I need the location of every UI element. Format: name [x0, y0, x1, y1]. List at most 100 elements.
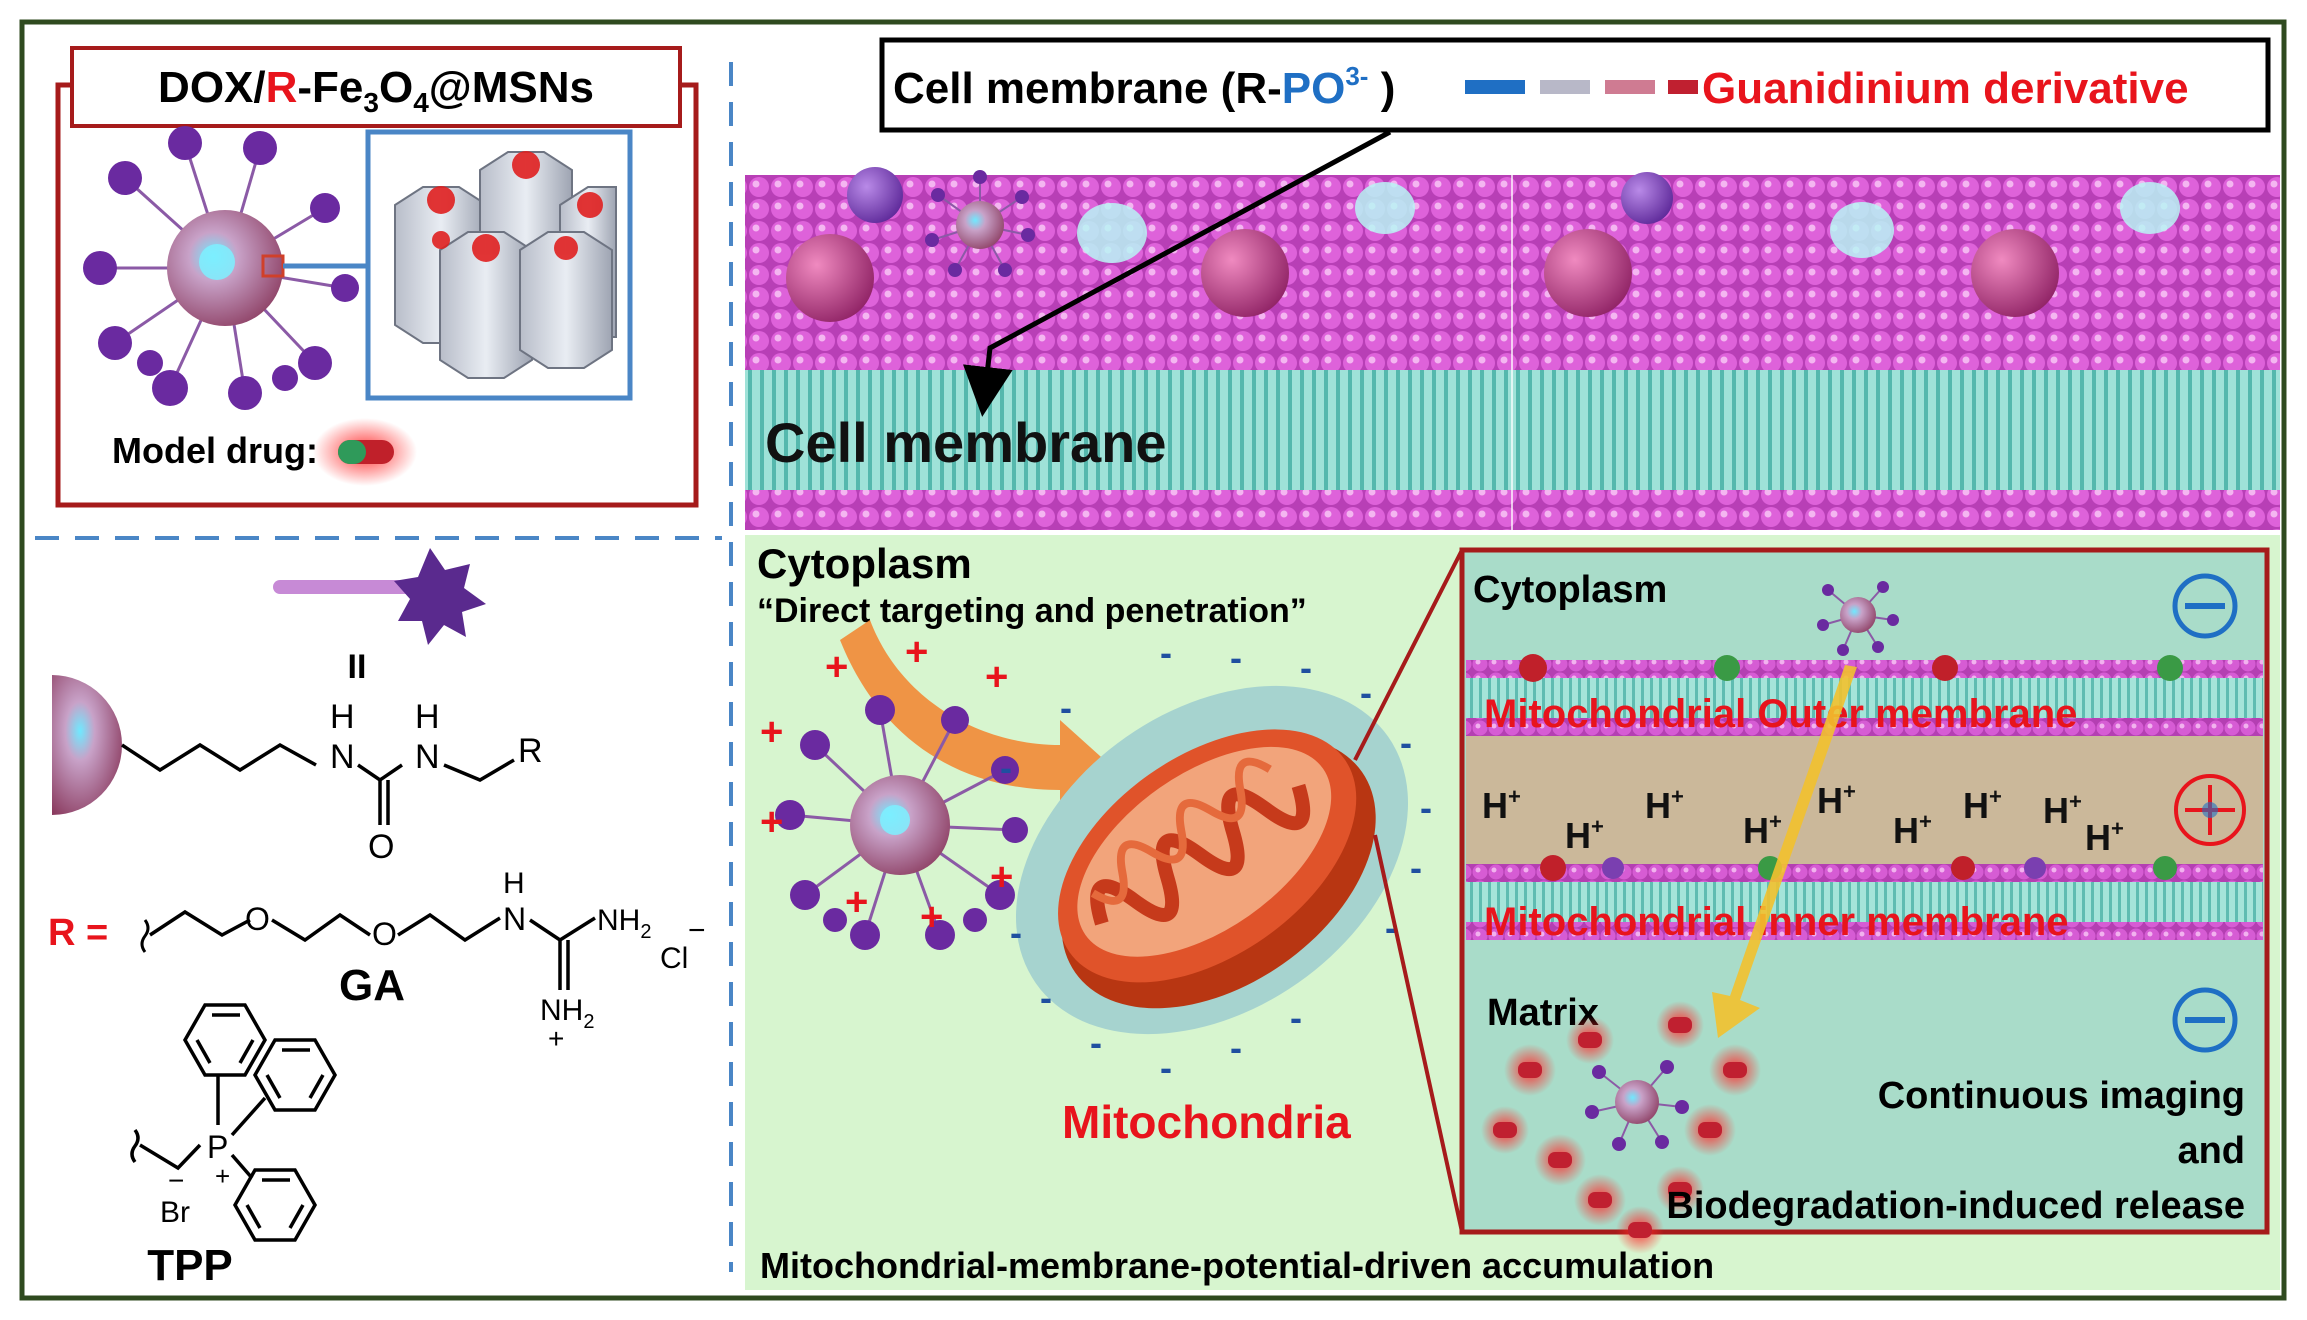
svg-text:-: - — [1000, 747, 1012, 788]
svg-text:+: + — [845, 880, 868, 924]
structure-two-label: II — [348, 648, 367, 686]
svg-text:-: - — [1010, 912, 1022, 953]
svg-text:+: + — [760, 800, 783, 844]
svg-text:H+: H+ — [1817, 779, 1856, 821]
svg-text:H+: H+ — [2043, 789, 2082, 831]
atom-r: R — [518, 732, 543, 770]
matrix-nanoparticle — [1585, 1060, 1689, 1151]
legend-pointer — [962, 129, 1392, 417]
svg-text:H+: H+ — [1482, 784, 1521, 826]
model-drug-label: Model drug: — [112, 430, 318, 471]
functionalized-nanoparticle — [83, 126, 359, 410]
bromide-minus: − — [168, 1165, 184, 1196]
urea-chain — [121, 742, 317, 773]
svg-text:-: - — [1420, 787, 1432, 828]
phosphorus-atom: P — [207, 1129, 228, 1165]
particle-edge — [52, 675, 122, 815]
inner-membrane-bottom-heads — [1466, 922, 2263, 940]
ga-label: GA — [339, 961, 405, 1010]
mitochondria-label: Mitochondria — [1062, 1096, 1351, 1148]
bottom-caption: Mitochondrial-membrane-potential-driven … — [760, 1245, 1714, 1286]
r-equals-label: R = — [48, 912, 108, 954]
svg-text:-: - — [1230, 1027, 1242, 1068]
inset-nanoparticle-top — [1817, 581, 1899, 656]
positive-potential-icon — [2174, 774, 2246, 846]
inset-zoom-line-bottom — [1373, 834, 1464, 1233]
outer-frame — [19, 19, 2287, 1301]
svg-text:H+: H+ — [1963, 784, 2002, 826]
mitochondrion — [1058, 729, 1376, 1009]
guanidine-plus: + — [548, 1023, 564, 1054]
legend-text-right: Guanidinium derivative — [1702, 64, 2189, 113]
cytoplasm-section: Cytoplasm “Direct targeting and penetrat… — [757, 540, 1714, 1286]
atom-n-1: N — [330, 738, 355, 776]
svg-text:-: - — [1160, 632, 1172, 673]
nanoparticle-panel: DOX/R-Fe3O4@MSNs — [55, 46, 699, 508]
release-line-3: Biodegradation-induced release — [1666, 1185, 2245, 1227]
inset-zoom-line-top — [1353, 549, 1464, 761]
nh2-bottom: NH2 — [540, 994, 594, 1033]
svg-text:+: + — [920, 895, 943, 939]
outer-membrane-label: Mitochondrial Outer membrane — [1484, 692, 2077, 736]
svg-text:-: - — [1230, 637, 1242, 678]
atom-o: O — [368, 828, 394, 866]
tpp-structure — [130, 1003, 338, 1242]
outer-membrane-top-heads — [1466, 660, 2263, 678]
svg-text:-: - — [1090, 1022, 1102, 1063]
outer-membrane-tails — [1466, 678, 2263, 718]
bromide-label: Br — [160, 1196, 190, 1229]
ligand-icon — [273, 548, 486, 645]
release-line-2: and — [2177, 1130, 2245, 1172]
guanidine-n: N — [503, 901, 526, 937]
chloride-label: Cl — [660, 942, 688, 975]
svg-text:H+: H+ — [1565, 814, 1604, 856]
ether-o-1: O — [245, 901, 270, 937]
phosphonium-plus: + — [215, 1161, 230, 1191]
mitochondrial-inset: Cytoplasm Mitochondrial Outer membrane M… — [1459, 547, 2270, 1254]
svg-text:-: - — [1060, 687, 1072, 728]
targeting-arrow — [840, 620, 1110, 815]
title-box — [70, 46, 682, 128]
svg-text:-: - — [1400, 722, 1412, 763]
inner-membrane-top-heads — [1466, 864, 2263, 882]
release-line-1: Continuous imaging — [1878, 1075, 2245, 1117]
charge-gradient-bar — [1465, 80, 1698, 94]
inner-membrane-label: Mitochondrial inner membrane — [1484, 900, 2069, 944]
svg-text:H+: H+ — [2085, 816, 2124, 858]
guanidine-h: H — [503, 867, 525, 900]
positive-charges: + + + + + + + + — [760, 630, 1013, 939]
negative-potential-icon-top — [2172, 573, 2238, 639]
ether-o-2: O — [372, 916, 397, 952]
svg-text:+: + — [760, 710, 783, 754]
hexagonal-pores — [394, 151, 617, 379]
panel-title: DOX/R-Fe3O4@MSNs — [158, 63, 594, 118]
cationic-nanoparticle — [775, 695, 1028, 950]
atom-n-2: N — [415, 738, 440, 776]
atom-h-2: H — [415, 698, 440, 736]
proton-labels: H+ H+ H+ H+ H+ H+ H+ H+ H+ — [1482, 779, 2124, 858]
svg-text:-: - — [1040, 977, 1052, 1018]
cell-membrane-label: Cell membrane — [765, 411, 1167, 474]
svg-text:+: + — [990, 855, 1013, 899]
membrane-protein-dots — [1519, 654, 2183, 881]
entering-nanoparticle — [925, 170, 1035, 277]
inset-cytoplasm-label: Cytoplasm — [1473, 569, 1667, 611]
svg-text:+: + — [825, 645, 848, 689]
targeting-quote: “Direct targeting and penetration” — [757, 592, 1307, 630]
drug-capsule-icon — [313, 418, 417, 486]
intermembrane-space — [1466, 736, 2263, 864]
membrane-proteins — [786, 167, 2180, 322]
cytoplasm-label: Cytoplasm — [757, 540, 972, 587]
svg-text:+: + — [985, 655, 1008, 699]
svg-text:+: + — [905, 630, 928, 674]
svg-text:-: - — [1160, 1047, 1172, 1088]
chloride-minus: − — [688, 914, 706, 947]
svg-text:H+: H+ — [1893, 809, 1932, 851]
legend-text-left: Cell membrane (R-PO3- ) — [893, 61, 1395, 113]
svg-text:H+: H+ — [1743, 809, 1782, 851]
svg-text:-: - — [1410, 847, 1422, 888]
tpp-label: TPP — [147, 1241, 233, 1290]
inner-membrane-tails — [1466, 882, 2263, 922]
chemistry-panel: II N H O N H R R = O O N H NH2 NH2 + − C… — [48, 548, 706, 1290]
nh2-top: NH2 — [597, 904, 651, 943]
